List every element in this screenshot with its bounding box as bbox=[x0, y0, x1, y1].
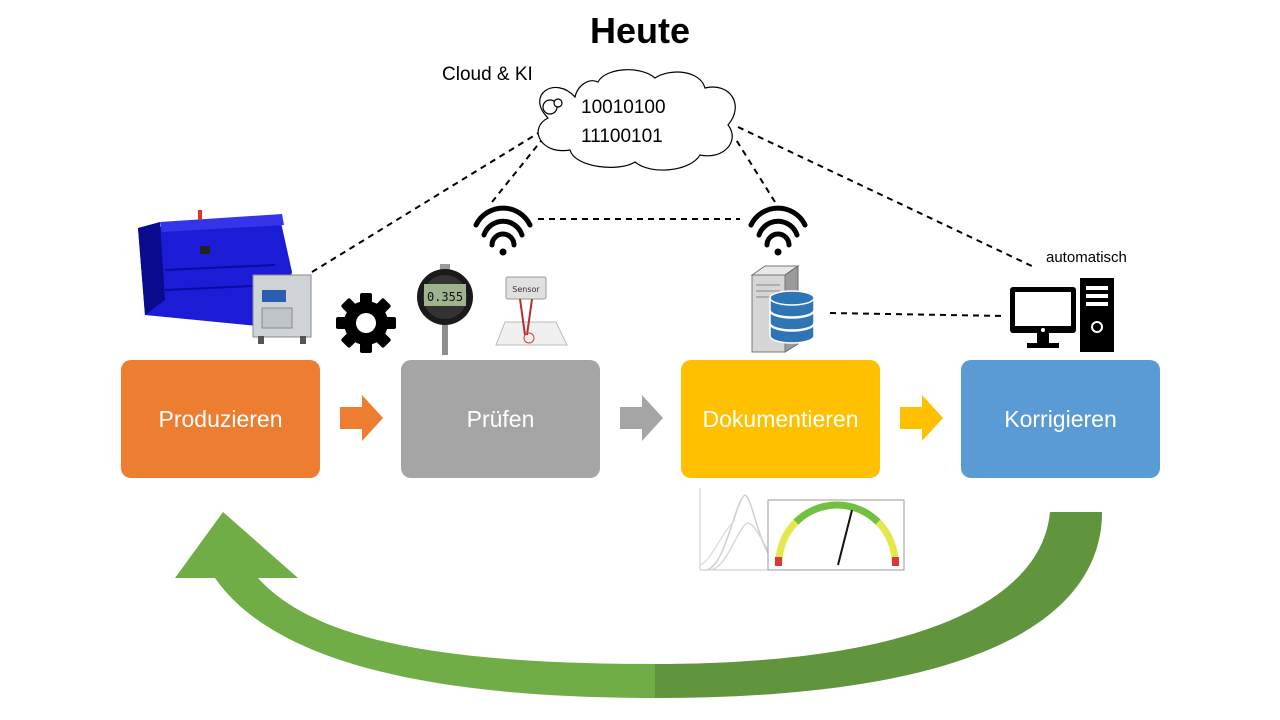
feedback-arrow bbox=[175, 512, 1102, 698]
gauge-reading: 0.355 bbox=[427, 290, 463, 304]
cloud-binary-line-2: 11100101 bbox=[581, 126, 663, 147]
step-correct-label: Korrigieren bbox=[1004, 405, 1117, 432]
production-machine-image bbox=[138, 210, 312, 344]
line-database-computer bbox=[829, 312, 1006, 317]
step-produce: Produzieren bbox=[121, 360, 320, 478]
line-wifi1-cloud bbox=[491, 135, 546, 203]
computer-icon bbox=[1010, 278, 1114, 352]
cloud-icon bbox=[537, 69, 736, 171]
arrow-produce-to-check bbox=[340, 395, 383, 441]
page-title: Heute bbox=[589, 10, 691, 51]
step-document: Dokumentieren bbox=[681, 360, 880, 478]
arrow-check-to-document bbox=[620, 395, 663, 441]
step-check: Prüfen bbox=[401, 360, 600, 478]
line-cloud-computer bbox=[737, 126, 1037, 269]
automatic-label: automatisch bbox=[1046, 249, 1127, 266]
statistics-chart-image bbox=[699, 486, 906, 572]
gear-icon bbox=[336, 293, 396, 353]
wifi-icon bbox=[748, 205, 808, 256]
server-database-icon bbox=[750, 265, 815, 353]
connection-lines bbox=[311, 126, 1037, 317]
wifi-icon bbox=[473, 205, 533, 256]
sensor-image: Sensor bbox=[495, 276, 568, 346]
cloud-label: Cloud & KI bbox=[442, 64, 533, 85]
cloud-binary-line-1: 10010100 bbox=[581, 97, 666, 118]
dial-gauge-image: 0.355 bbox=[417, 264, 473, 355]
arrow-document-to-correct bbox=[900, 395, 943, 441]
sensor-label: Sensor bbox=[512, 285, 540, 294]
step-produce-label: Produzieren bbox=[158, 405, 283, 432]
step-check-label: Prüfen bbox=[466, 405, 535, 432]
line-machine-cloud bbox=[311, 131, 541, 273]
step-document-label: Dokumentieren bbox=[702, 405, 859, 432]
line-wifi2-cloud bbox=[734, 137, 776, 203]
step-correct: Korrigieren bbox=[961, 360, 1160, 478]
